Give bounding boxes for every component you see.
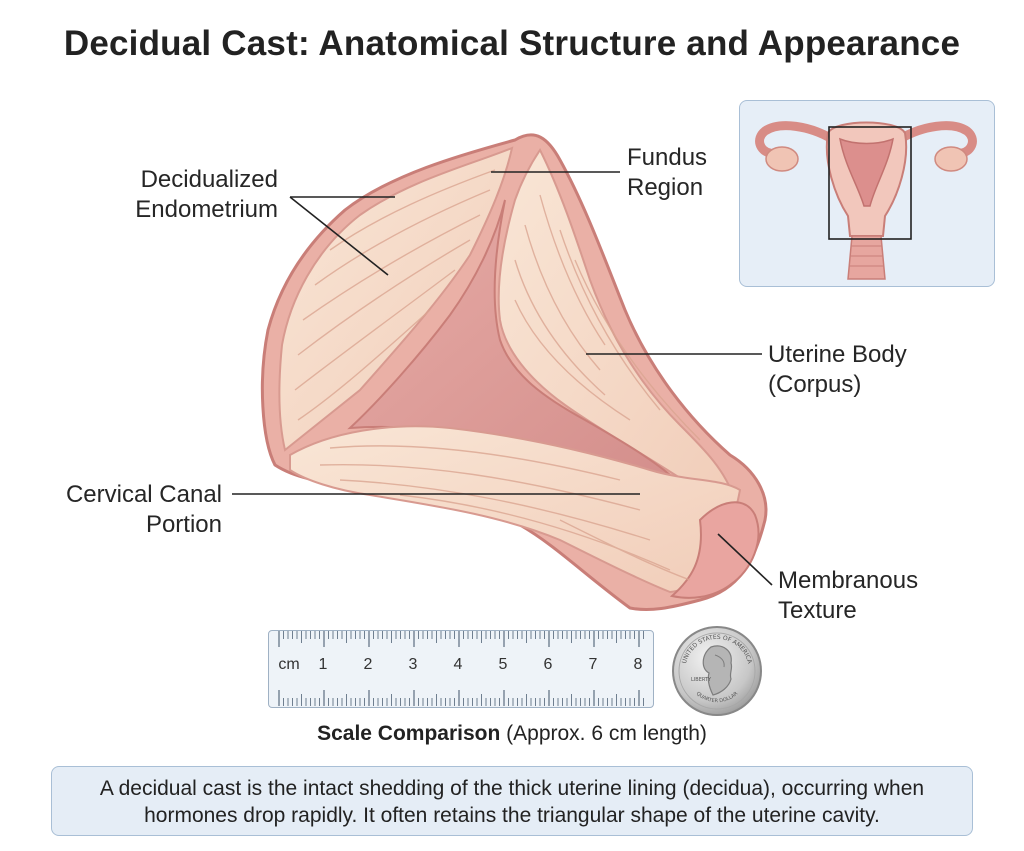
ruler-unit: cm — [278, 656, 300, 673]
ruler-ticks — [278, 631, 644, 706]
label-uterine-body: Uterine Body(Corpus) — [768, 341, 907, 398]
svg-text:LIBERTY: LIBERTY — [691, 677, 712, 683]
ruler-number: 5 — [498, 656, 508, 673]
uterus-inset-panel — [739, 100, 995, 287]
leader-lines — [232, 171, 773, 586]
cast-membranous-tip — [669, 501, 760, 599]
ruler-number: 1 — [318, 656, 328, 673]
ruler-number: 8 — [633, 656, 643, 673]
scale-ruler — [268, 630, 654, 708]
uterus-inset-diagram — [755, 121, 977, 280]
ruler-number: 4 — [453, 656, 463, 673]
ruler-number: 7 — [588, 656, 598, 673]
ruler-number: 3 — [408, 656, 418, 673]
explanation-note: A decidual cast is the intact shedding o… — [51, 766, 973, 836]
scale-caption: Scale Comparison (Approx. 6 cm length) — [317, 722, 707, 745]
page-title: Decidual Cast: Anatomical Structure and … — [63, 24, 961, 63]
ruler-number: 2 — [363, 656, 373, 673]
cast-left-wall — [278, 146, 514, 452]
quarter-coin-image: UNITED STATES OF AMERICA LIBERTY QUARTER… — [672, 626, 762, 716]
cast-texture-lines — [294, 169, 701, 581]
ruler-number: 6 — [543, 656, 553, 673]
